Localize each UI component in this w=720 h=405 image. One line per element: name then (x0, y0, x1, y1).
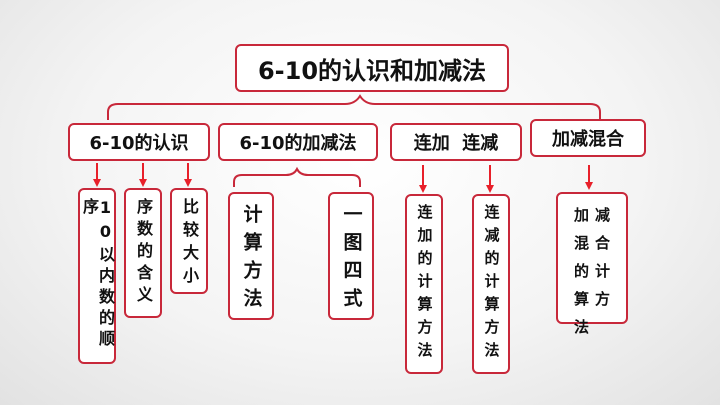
mixed-method-char: 加 (574, 206, 590, 224)
mixed-method-char: 合 (595, 234, 611, 252)
mixed-method-char: 法 (574, 318, 590, 336)
mixed-method-char: 计 (595, 262, 611, 280)
detail-cont-add-box: 连加的计算方法 (405, 194, 443, 374)
title-brace (107, 94, 601, 120)
detail-order-box: 10以内数的顺序 (78, 188, 116, 364)
mixed-method-char: 的 (574, 262, 590, 280)
topic-recognition-box: 6-10的认识 (68, 123, 210, 161)
topic-mixed-text: 加减混合 (552, 129, 624, 150)
topic-mixed-box: 加减混合 (530, 119, 646, 157)
detail-mixed-method-box: 加减混合的计算方法 (556, 192, 628, 336)
topic-continuous-box: 连加 连减 (390, 123, 522, 161)
detail-mixed-method-text: 加减混合的计算方法 (558, 204, 626, 337)
title-box: 6-10的认识和加减法 (235, 44, 509, 92)
detail-ordinal-text: 序数的含义 (134, 198, 153, 308)
mixed-method-char: 混 (574, 234, 590, 252)
detail-cont-sub-box: 连减的计算方法 (472, 194, 510, 374)
detail-cont-sub-text: 连减的计算方法 (482, 204, 501, 365)
mixed-method-char: 方 (595, 290, 611, 308)
detail-one-pic-four-box: 一图四式 (328, 192, 374, 320)
detail-cont-add-text: 连加的计算方法 (415, 204, 434, 365)
detail-calc-method-box: 计算方法 (228, 192, 274, 320)
mixed-method-char: 减 (595, 206, 611, 224)
mixed-method-char: 算 (574, 290, 590, 308)
detail-ordinal-box: 序数的含义 (124, 188, 162, 318)
detail-compare-box: 比较大小 (170, 188, 208, 294)
addsub-brace (233, 166, 361, 187)
detail-one-pic-four-text: 一图四式 (340, 204, 363, 316)
topic-addsub-box: 6-10的加减法 (218, 123, 378, 161)
detail-calc-method-text: 计算方法 (240, 204, 263, 316)
topic-continuous-text: 连加 连减 (413, 133, 499, 154)
topic-addsub-text: 6-10的加减法 (239, 133, 357, 154)
detail-compare-text: 比较大小 (180, 198, 199, 290)
title-text: 6-10的认识和加减法 (257, 56, 487, 85)
topic-recognition-text: 6-10的认识 (89, 133, 189, 154)
detail-order-text: 10以内数的顺序 (80, 198, 115, 351)
